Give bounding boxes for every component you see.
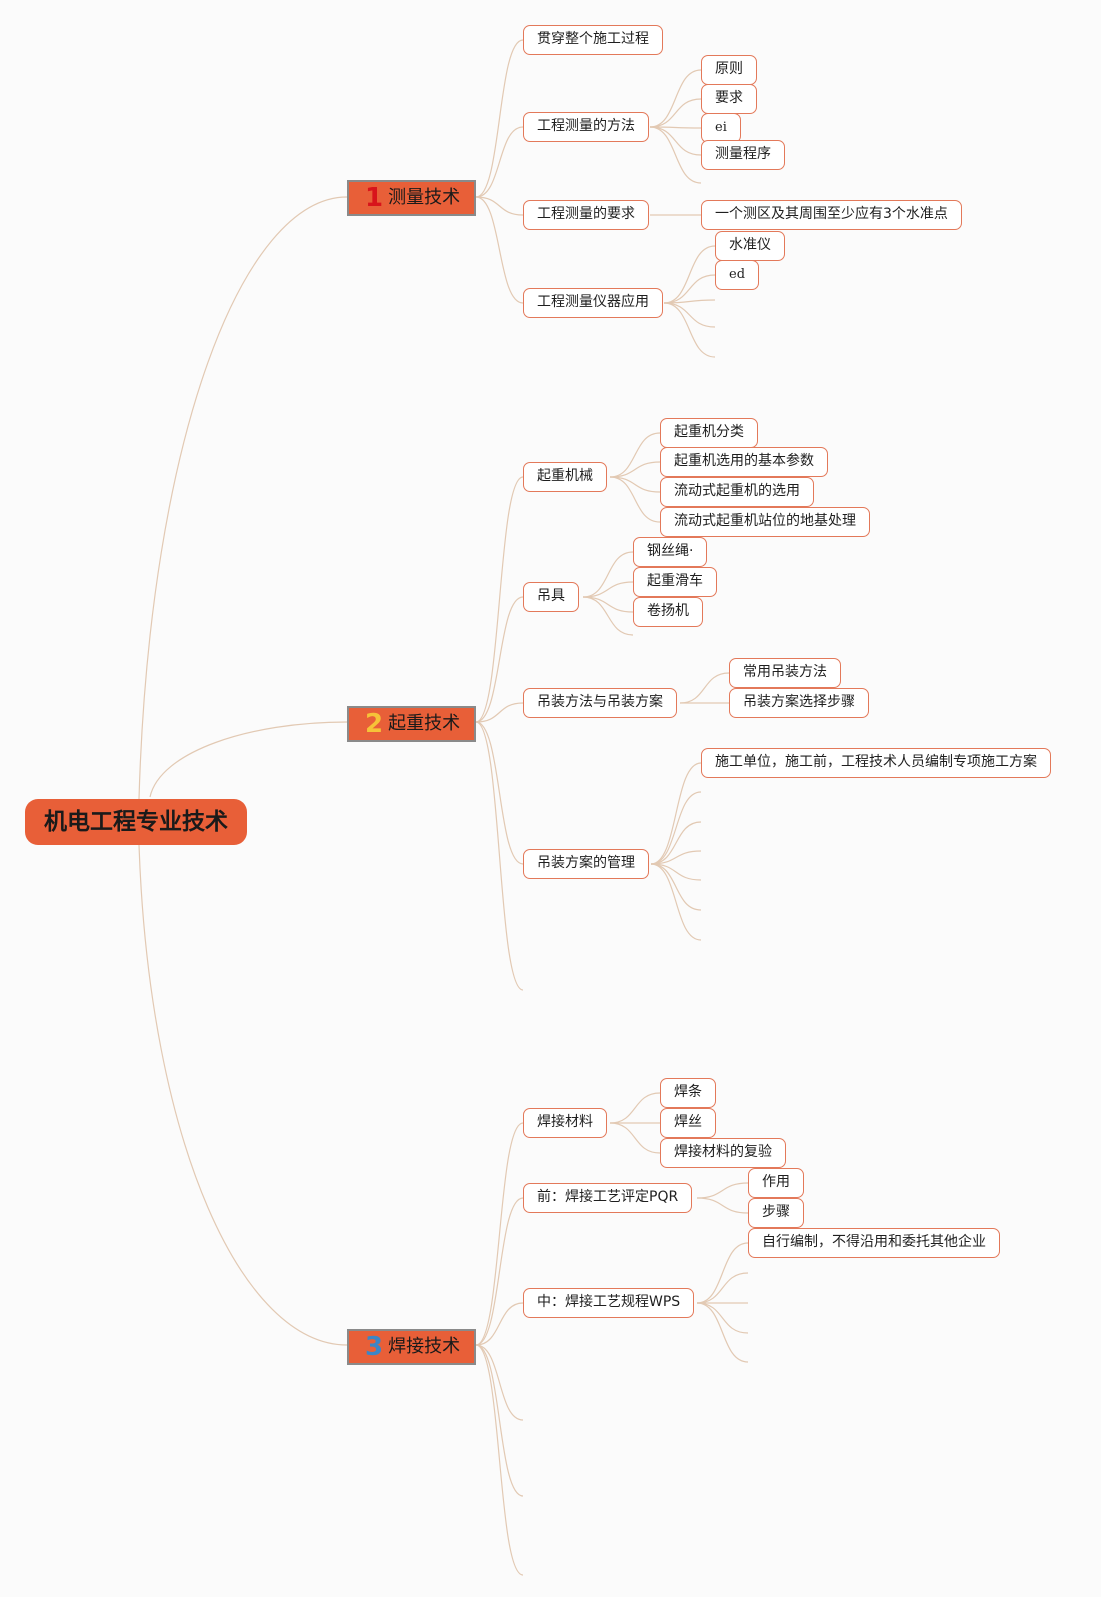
connector-line [582, 596, 634, 613]
connector-line [649, 98, 702, 128]
node-instrument-application[interactable]: 工程测量仪器应用 [523, 288, 663, 318]
connector-line [475, 39, 524, 198]
connector-line [475, 721, 524, 991]
connector-line [609, 461, 661, 478]
branch-number: 3 [365, 1332, 384, 1362]
node-pqr[interactable]: 前：焊接工艺评定PQR [523, 1183, 693, 1213]
node-measurement-requirements[interactable]: 工程测量的要求 [523, 200, 649, 230]
connector-line [475, 126, 524, 198]
node-crane-classification[interactable]: 起重机分类 [660, 418, 758, 448]
branch-label: 测量技术 [388, 187, 461, 208]
connector-line [149, 721, 348, 798]
node-common-lifting-methods[interactable]: 常用吊装方法 [729, 658, 841, 688]
connector-line [696, 1302, 749, 1334]
connector-line [650, 850, 702, 865]
connector-line [475, 702, 524, 723]
node-wire-rope[interactable]: 钢丝绳· [633, 537, 708, 567]
node-function[interactable]: 作用 [748, 1168, 804, 1198]
node-plan-management[interactable]: 吊装方案的管理 [523, 849, 649, 879]
connector-line [696, 1197, 749, 1214]
connector-line [649, 126, 702, 156]
node-lifting-method-plan[interactable]: 吊装方法与吊装方案 [523, 688, 677, 718]
node-self-prepared[interactable]: 自行编制，不得沿用和委托其他企业 [748, 1228, 1000, 1258]
node-winch[interactable]: 卷扬机 [633, 597, 703, 627]
connector-line [475, 476, 524, 723]
connector-line [609, 432, 661, 478]
node-lifting-machinery[interactable]: 起重机械 [523, 462, 607, 492]
connector-line [663, 302, 716, 358]
node-principle[interactable]: 原则 [701, 55, 757, 85]
connector-line [649, 126, 702, 184]
node-level-instrument[interactable]: 水准仪 [715, 231, 785, 261]
root-topic[interactable]: 机电工程专业技术 [25, 799, 247, 845]
connector-line [650, 863, 702, 911]
node-rigging[interactable]: 吊具 [523, 582, 579, 612]
connector-line [138, 844, 348, 1346]
branch-number: 2 [365, 709, 384, 739]
connector-line [475, 1302, 524, 1346]
connector-line [475, 196, 524, 304]
node-crane-basic-parameters[interactable]: 起重机选用的基本参数 [660, 447, 828, 477]
connector-line [663, 274, 716, 304]
connector-line [696, 1302, 749, 1363]
connector-line [650, 791, 702, 865]
connector-line [650, 863, 702, 941]
node-measurement-method[interactable]: 工程测量的方法 [523, 112, 649, 142]
node-three-benchmarks[interactable]: 一个测区及其周围至少应有3个水准点 [701, 200, 962, 230]
connector-line [650, 762, 702, 865]
connector-line [475, 721, 524, 865]
node-special-construction-plan[interactable]: 施工单位，施工前，工程技术人员编制专项施工方案 [701, 748, 1051, 778]
connector-line [650, 821, 702, 865]
connector-line [663, 245, 716, 304]
connector-line [582, 581, 634, 598]
node-welding-materials[interactable]: 焊接材料 [523, 1108, 607, 1138]
node-welding-rod[interactable]: 焊条 [660, 1078, 716, 1108]
connector-line [663, 302, 716, 328]
connector-line [582, 551, 634, 598]
connector-line [475, 1344, 524, 1421]
connector-line [582, 596, 634, 636]
connector-line [609, 476, 661, 523]
connector-line [609, 1092, 661, 1124]
node-welding-wire[interactable]: 焊丝 [660, 1108, 716, 1138]
connector-line [475, 1197, 524, 1346]
connector-line [475, 1344, 524, 1576]
branch-label: 焊接技术 [388, 1336, 461, 1357]
connector-line [679, 672, 730, 704]
connector-line [475, 1344, 524, 1497]
node-material-reinspection[interactable]: 焊接材料的复验 [660, 1138, 786, 1168]
connector-line [475, 596, 524, 723]
node-measurement-procedure[interactable]: 测量程序 [701, 140, 785, 170]
branch-number: 1 [365, 183, 384, 213]
node-plan-selection-steps[interactable]: 吊装方案选择步骤 [729, 688, 869, 718]
node-requirement[interactable]: 要求 [701, 84, 757, 114]
connector-line [609, 1122, 661, 1154]
branch-label: 起重技术 [388, 713, 461, 734]
node-ei[interactable]: ei [701, 113, 741, 143]
connector-line [696, 1182, 749, 1199]
node-wps[interactable]: 中：焊接工艺规程WPS [523, 1288, 695, 1318]
connector-line [475, 196, 524, 216]
connector-line [649, 69, 702, 128]
node-mobile-crane-selection[interactable]: 流动式起重机的选用 [660, 477, 814, 507]
node-pulley-block[interactable]: 起重滑车 [633, 567, 717, 597]
node-mobile-crane-foundation[interactable]: 流动式起重机站位的地基处理 [660, 507, 870, 537]
node-steps[interactable]: 步骤 [748, 1198, 804, 1228]
connector-line [138, 196, 348, 800]
connector-line [475, 1122, 524, 1346]
node-throughout-construction[interactable]: 贯穿整个施工过程 [523, 25, 663, 55]
connector-line [696, 1242, 749, 1304]
connector-line [696, 1272, 749, 1304]
node-ed[interactable]: ed [715, 260, 760, 290]
connector-line [609, 476, 661, 493]
